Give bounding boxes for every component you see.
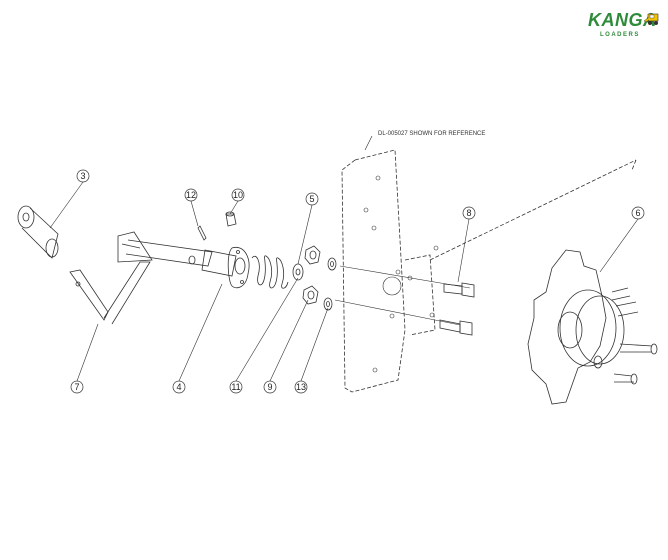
callout-8: 8 (462, 206, 476, 220)
svg-text:9: 9 (267, 382, 272, 392)
kanga-loaders-logo: KANGA LOADERS (588, 8, 662, 44)
callout-9: 9 (263, 380, 277, 394)
svg-text:4: 4 (176, 382, 181, 392)
callout-4: 4 (172, 380, 186, 394)
svg-text:10: 10 (233, 190, 243, 200)
part-7-lever (69, 231, 153, 325)
svg-text:8: 8 (466, 208, 471, 218)
logo-wordmark: KANGA (588, 10, 657, 30)
reference-note: DL-005027 SHOWN FOR REFERENCE (378, 131, 485, 137)
callout-12: 12 (184, 188, 198, 202)
leader-lines (49, 135, 639, 382)
callout-5: 5 (305, 192, 319, 206)
part-5-washer (292, 263, 304, 281)
svg-text:3: 3 (80, 171, 85, 181)
part-9-nuts (302, 245, 321, 305)
part-3-pin (17, 205, 59, 259)
callout-7: 7 (70, 380, 84, 394)
callout-10: 10 (231, 188, 245, 202)
svg-text:11: 11 (231, 382, 240, 392)
callout-13: 13 (294, 380, 308, 394)
part-8-bolts (439, 282, 475, 336)
part-11-spring (251, 255, 289, 289)
callout-11: 11 (229, 380, 243, 394)
part-10-grease-nipple (225, 211, 237, 227)
part-13-washers (323, 257, 337, 311)
logo-subtitle: LOADERS (600, 32, 640, 38)
shaft (125, 239, 213, 267)
callout-3: 3 (76, 169, 90, 183)
svg-text:12: 12 (186, 190, 196, 200)
loader-icon (644, 13, 659, 25)
assembly-axes (334, 265, 471, 326)
callout-6: 6 (631, 206, 645, 220)
part-6-hub (527, 249, 658, 405)
svg-text:13: 13 (296, 382, 306, 392)
part-12-cotter-pin (197, 225, 207, 241)
plate-holes (363, 175, 439, 373)
svg-text:5: 5 (309, 194, 314, 204)
part-4-bushing (201, 246, 250, 289)
callout-labels: 3 12 10 5 8 6 (70, 169, 645, 394)
svg-text:6: 6 (635, 208, 640, 218)
svg-text:7: 7 (74, 382, 79, 392)
reference-plate (341, 149, 637, 393)
